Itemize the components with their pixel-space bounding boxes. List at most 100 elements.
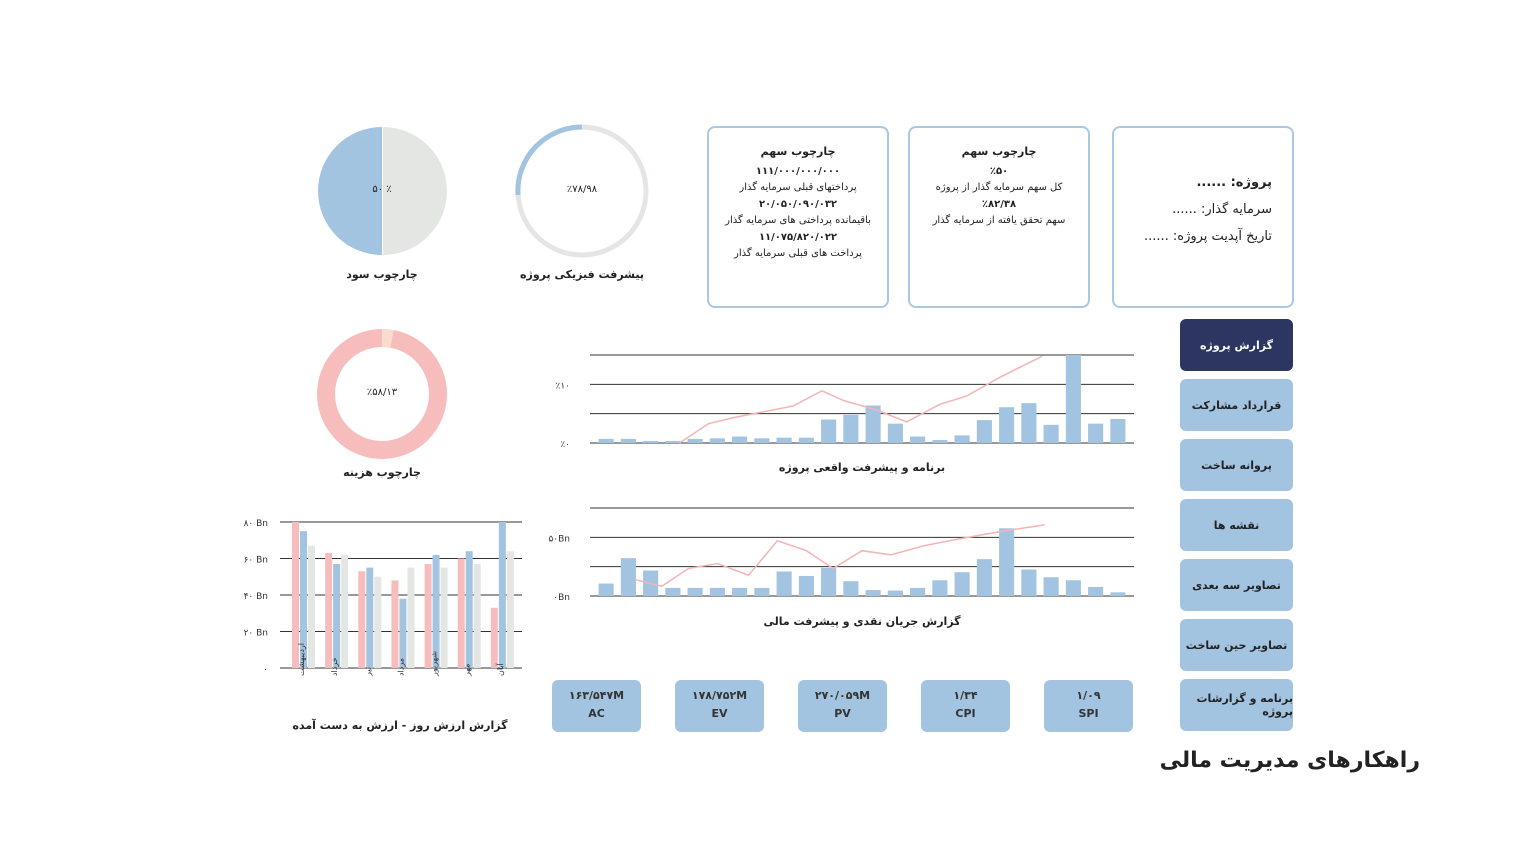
gauges bbox=[317, 124, 649, 459]
physical-ring-fill bbox=[515, 124, 583, 196]
series-line bbox=[679, 355, 1043, 444]
card-value: ٪۵۰ bbox=[989, 166, 1009, 177]
bar bbox=[1021, 569, 1037, 596]
x-tick-label: شهریور bbox=[430, 651, 439, 677]
project-info-card: پروژه: ...... سرمایه گذار: ...... تاریخ … bbox=[1112, 126, 1294, 308]
card-value: ۱۱۱/۰۰۰/۰۰۰/۰۰۰ bbox=[755, 166, 841, 177]
profit-pie-slice bbox=[318, 127, 382, 255]
card-desc: کل سهم سرمایه گذار از پروژه bbox=[935, 182, 1063, 193]
earned-value-chart-title: گزارش ارزش روز - ارزش به دست آمده bbox=[292, 719, 508, 732]
kpi-value: ۲۷۰/۰۵۹M bbox=[814, 689, 871, 702]
cashflow-chart-title: گزارش جریان نقدی و پیشرفت مالی bbox=[763, 615, 961, 628]
kpi-value: ۱/۰۹ bbox=[1076, 689, 1101, 702]
project-name: پروژه: ...... bbox=[1196, 175, 1272, 190]
kpi-label: EV bbox=[711, 707, 728, 720]
update-date: تاریخ آپدیت پروژه: ...... bbox=[1143, 229, 1272, 244]
share-card-percent: چارچوب سهم ٪۵۰ کل سهم سرمایه گذار از پرو… bbox=[908, 126, 1090, 308]
x-tick-label: اردیبهشت bbox=[297, 643, 306, 676]
bar bbox=[341, 554, 349, 668]
bar bbox=[1110, 418, 1126, 443]
bar bbox=[887, 590, 903, 596]
kpi-value: ۱/۳۴ bbox=[953, 689, 978, 702]
bar bbox=[687, 438, 703, 443]
progress-chart-title: برنامه و پیشرفت واقعی پروژه bbox=[778, 461, 946, 474]
kpi-value: ۱۶۳/۵۴۷M bbox=[568, 689, 625, 702]
bar bbox=[821, 567, 837, 596]
card-title: چارچوب سهم bbox=[961, 145, 1037, 158]
bar bbox=[1088, 423, 1104, 443]
page-title: راهکارهای مدیریت مالی bbox=[1159, 748, 1420, 773]
sidebar-item-3d-images[interactable]: تصاویر سه بعدی bbox=[1180, 559, 1293, 611]
physical-progress-label: پیشرفت فیزیکی پروژه bbox=[520, 268, 644, 281]
x-tick-label: آبان bbox=[495, 662, 505, 676]
bar bbox=[300, 531, 307, 668]
kpi-value: ۱۷۸/۷۵۲M bbox=[691, 689, 748, 702]
bar bbox=[999, 407, 1015, 443]
bar bbox=[754, 438, 770, 443]
y-tick-label: ۲۰ Bn bbox=[244, 629, 268, 639]
sidebar-item-partnership-contract[interactable]: قرارداد مشارکت bbox=[1180, 379, 1293, 431]
sidebar-item-project-report[interactable]: گزارش پروژه bbox=[1180, 319, 1293, 371]
bar bbox=[374, 576, 382, 668]
bar bbox=[498, 522, 506, 668]
bar bbox=[665, 440, 681, 443]
y-tick-label: ۸۰ Bn bbox=[244, 519, 268, 529]
bar bbox=[732, 587, 748, 596]
x-tick-label: خرداد bbox=[330, 657, 339, 676]
card-desc: پرداختهای قبلی سرمایه گذار bbox=[739, 182, 857, 193]
sidebar-item-building-permit[interactable]: پروانه ساخت bbox=[1180, 439, 1293, 491]
bar bbox=[308, 545, 315, 668]
kpi-label: CPI bbox=[955, 707, 976, 720]
bar bbox=[754, 587, 770, 596]
bar bbox=[643, 440, 659, 443]
bar bbox=[1065, 355, 1081, 443]
bar bbox=[1043, 577, 1059, 596]
bar bbox=[457, 558, 465, 668]
progress-chart: ٪۰٪۱۰ bbox=[555, 354, 1134, 450]
bar bbox=[665, 587, 681, 596]
bar bbox=[1043, 424, 1059, 443]
bar bbox=[709, 587, 725, 596]
bar bbox=[333, 563, 341, 668]
bar bbox=[620, 438, 636, 443]
profit-pie-rest bbox=[383, 127, 447, 255]
sidebar-item-construction-images[interactable]: تصاویر حین ساخت bbox=[1180, 619, 1293, 671]
y-tick-label: ۶۰ Bn bbox=[244, 556, 268, 566]
bar bbox=[910, 587, 926, 596]
cost-donut-segment bbox=[381, 329, 394, 348]
bar bbox=[598, 438, 614, 443]
card-desc: پرداخت های قبلی سرمایه گذار bbox=[734, 248, 862, 259]
bar bbox=[687, 587, 703, 596]
card-desc: سهم تحقق یافته از سرمایه گذار bbox=[932, 215, 1066, 226]
y-tick-label: ۰Bn bbox=[553, 593, 570, 603]
bar bbox=[1088, 586, 1104, 596]
series-line bbox=[634, 524, 1045, 588]
kpi-ev: ۱۷۸/۷۵۲M EV bbox=[675, 680, 764, 732]
bar bbox=[424, 563, 432, 668]
bar bbox=[954, 435, 970, 443]
bar bbox=[432, 554, 440, 668]
bar bbox=[843, 414, 859, 443]
sidebar-item-schedule-reports[interactable]: برنامه و گزارشات پروژه bbox=[1180, 679, 1293, 731]
bar bbox=[1021, 403, 1037, 443]
bar bbox=[490, 607, 498, 668]
profit-label: چارچوب سود bbox=[346, 268, 418, 281]
bar bbox=[821, 419, 837, 443]
profit-value: ٪ ۵۰ bbox=[372, 184, 392, 195]
kpi-label: AC bbox=[588, 707, 605, 720]
card-title: چارچوب سهم bbox=[760, 145, 836, 158]
card-value: ۲۰/۰۵۰/۰۹۰/۰۳۲ bbox=[758, 199, 838, 210]
bar bbox=[358, 571, 366, 668]
bar bbox=[932, 440, 948, 443]
bar bbox=[865, 590, 881, 596]
bar bbox=[366, 567, 374, 668]
bar bbox=[473, 563, 481, 668]
bar bbox=[798, 437, 814, 443]
bar bbox=[932, 580, 948, 596]
sidebar-item-maps[interactable]: نقشه ها bbox=[1180, 499, 1293, 551]
